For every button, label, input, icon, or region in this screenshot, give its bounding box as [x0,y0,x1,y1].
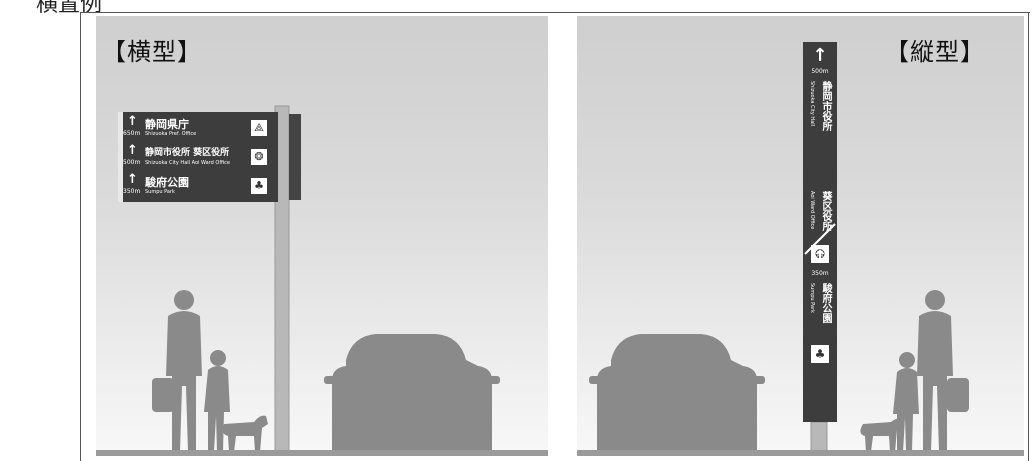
child-silhouette [893,352,919,452]
sign-destination-ja: 駿府公園 [818,283,833,323]
child-silhouette [204,350,230,452]
up-arrow-icon: ↑ [127,143,138,158]
adult-silhouette [152,290,202,452]
sign-distance: 350m [803,270,837,277]
sign-destination-en: Sumpu Park [145,189,175,195]
top-rule [80,12,1030,13]
car-silhouette [589,334,765,456]
sign-row: ↑ 350m 駿府公園 Sumpu Park ♣ [123,172,278,201]
sign-row: ↑ 500m 静岡市役所 葵区役所 Shizuoka City Hall Aoi… [123,143,278,172]
park-icon: ♣ [251,178,267,194]
sign-destination-ja: 駿府公園 [145,174,189,190]
up-arrow-icon: ↑ [127,172,138,187]
dog-silhouette [860,418,903,452]
sign-destination-ja: 静岡市役所 葵区役所 [145,145,229,158]
right-rule [1028,12,1029,461]
sign-distance: 500m [803,68,837,75]
vertical-scene [577,16,1024,456]
left-rule [80,12,81,461]
prefecture-office-icon: ⟁ [251,120,267,136]
sign-distance: 500m [123,159,140,166]
horizontal-scene [96,16,548,456]
panel-vertical: 【縦型】 [577,16,1024,456]
sign-back-panel [289,114,301,200]
panel-horizontal: 【横型】 [96,16,548,456]
ground-left [96,450,548,456]
up-arrow-icon: ↑ [803,46,837,66]
up-arrow-icon: ↑ [127,114,138,129]
sign-destination-en: Shizuoka City Hall Aoi Ward Office [145,160,230,166]
park-icon: ♣ [811,345,829,363]
dog-silhouette [223,416,268,452]
sign-destination-en: Shizuoka City Hall [809,81,815,126]
sign-vertical-bottom: ↑ 350m 駿府公園 Sumpu Park ♣ [803,248,837,363]
adult-silhouette [917,290,969,452]
up-arrow-icon: ↑ [803,248,837,268]
sign-rows-horizontal: ↑ 650m 静岡県庁 Shizuoka Pref. Office ⟁ ↑ 50… [123,114,278,201]
sign-destination-ja: 静岡市役所 [818,81,833,131]
ground-right [577,450,1024,456]
sign-row: ↑ 650m 静岡県庁 Shizuoka Pref. Office ⟁ [123,114,278,143]
sign-destination-en: Aoi Ward Office [809,191,815,229]
car-silhouette [324,334,500,456]
sign-destination-en: Shizuoka Pref. Office [145,131,196,137]
sign-distance: 350m [123,188,140,195]
sign-vertical-top: ↑ 500m 静岡市役所 Shizuoka City Hall 葵区役所 Aoi… [803,46,837,263]
sign-destination-ja: 静岡県庁 [145,116,189,132]
sign-distance: 650m [123,130,140,137]
city-hall-icon: ❂ [251,149,267,165]
sign-destination-en: Sumpu Park [809,283,815,313]
sign-destination-ja: 葵区役所 [818,191,833,231]
header-partial: 横置例 [36,0,102,18]
